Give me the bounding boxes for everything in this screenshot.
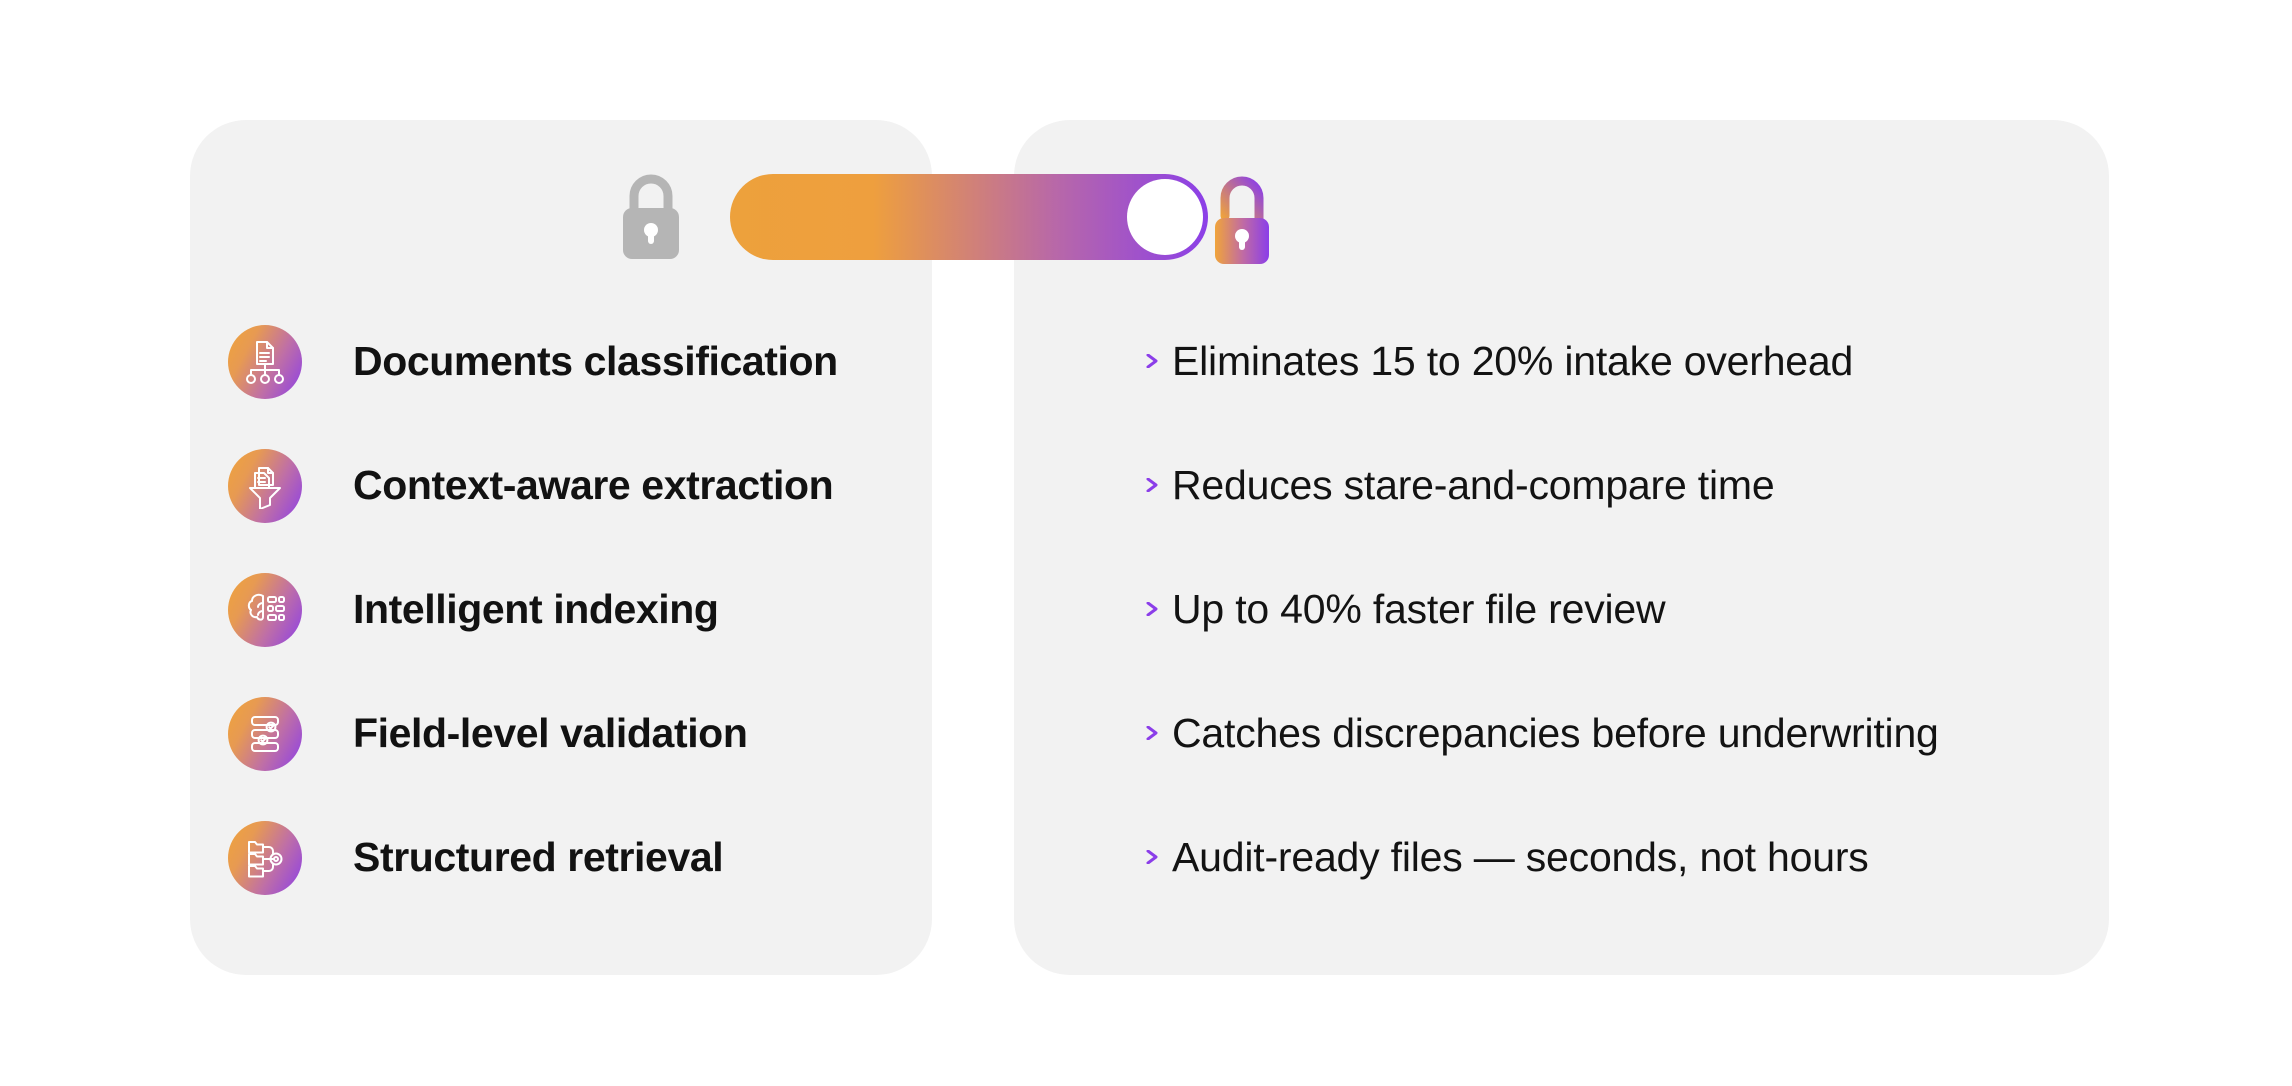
lock-unlocked-icon [1208,170,1274,271]
flow-arrow [872,561,1162,657]
lock-closed-icon [620,170,682,267]
lock-toggle-switch[interactable] [730,174,1208,260]
capability-label: Context-aware extraction [353,461,834,508]
flow-arrow [872,437,1162,533]
folder-retrieval-icon [228,821,302,895]
toggle-knob[interactable] [1127,179,1203,255]
capability-label: Structured retrieval [353,833,724,880]
outcome-label: Eliminates 15 to 20% intake overhead [1172,337,1854,384]
capability-row: Field-level validation Catches discrepan… [0,685,2292,781]
outcome-label: Catches discrepancies before underwritin… [1172,709,1939,756]
capability-label: Intelligent indexing [353,585,719,632]
lock-toggle-group [620,170,1320,270]
brain-indexing-icon [228,573,302,647]
flow-arrow [872,313,1162,409]
field-validation-icon [228,697,302,771]
capability-label: Documents classification [353,337,838,384]
document-classification-icon [228,325,302,399]
capability-row: Documents classification Eliminates 15 t… [0,313,2292,409]
capabilities-panel [190,120,932,975]
capability-row: Structured retrieval Audit-ready files —… [0,809,2292,905]
capability-label: Field-level validation [353,709,748,756]
outcome-label: Reduces stare-and-compare time [1172,461,1775,508]
funnel-extraction-icon [228,449,302,523]
capability-row: Intelligent indexing Up to 40% faster fi… [0,561,2292,657]
outcomes-panel [1014,120,2109,975]
flow-arrow [872,809,1162,905]
outcome-label: Audit-ready files — seconds, not hours [1172,833,1869,880]
capability-row: Context-aware extraction Reduces stare-a… [0,437,2292,533]
outcome-label: Up to 40% faster file review [1172,585,1666,632]
flow-arrow [872,685,1162,781]
